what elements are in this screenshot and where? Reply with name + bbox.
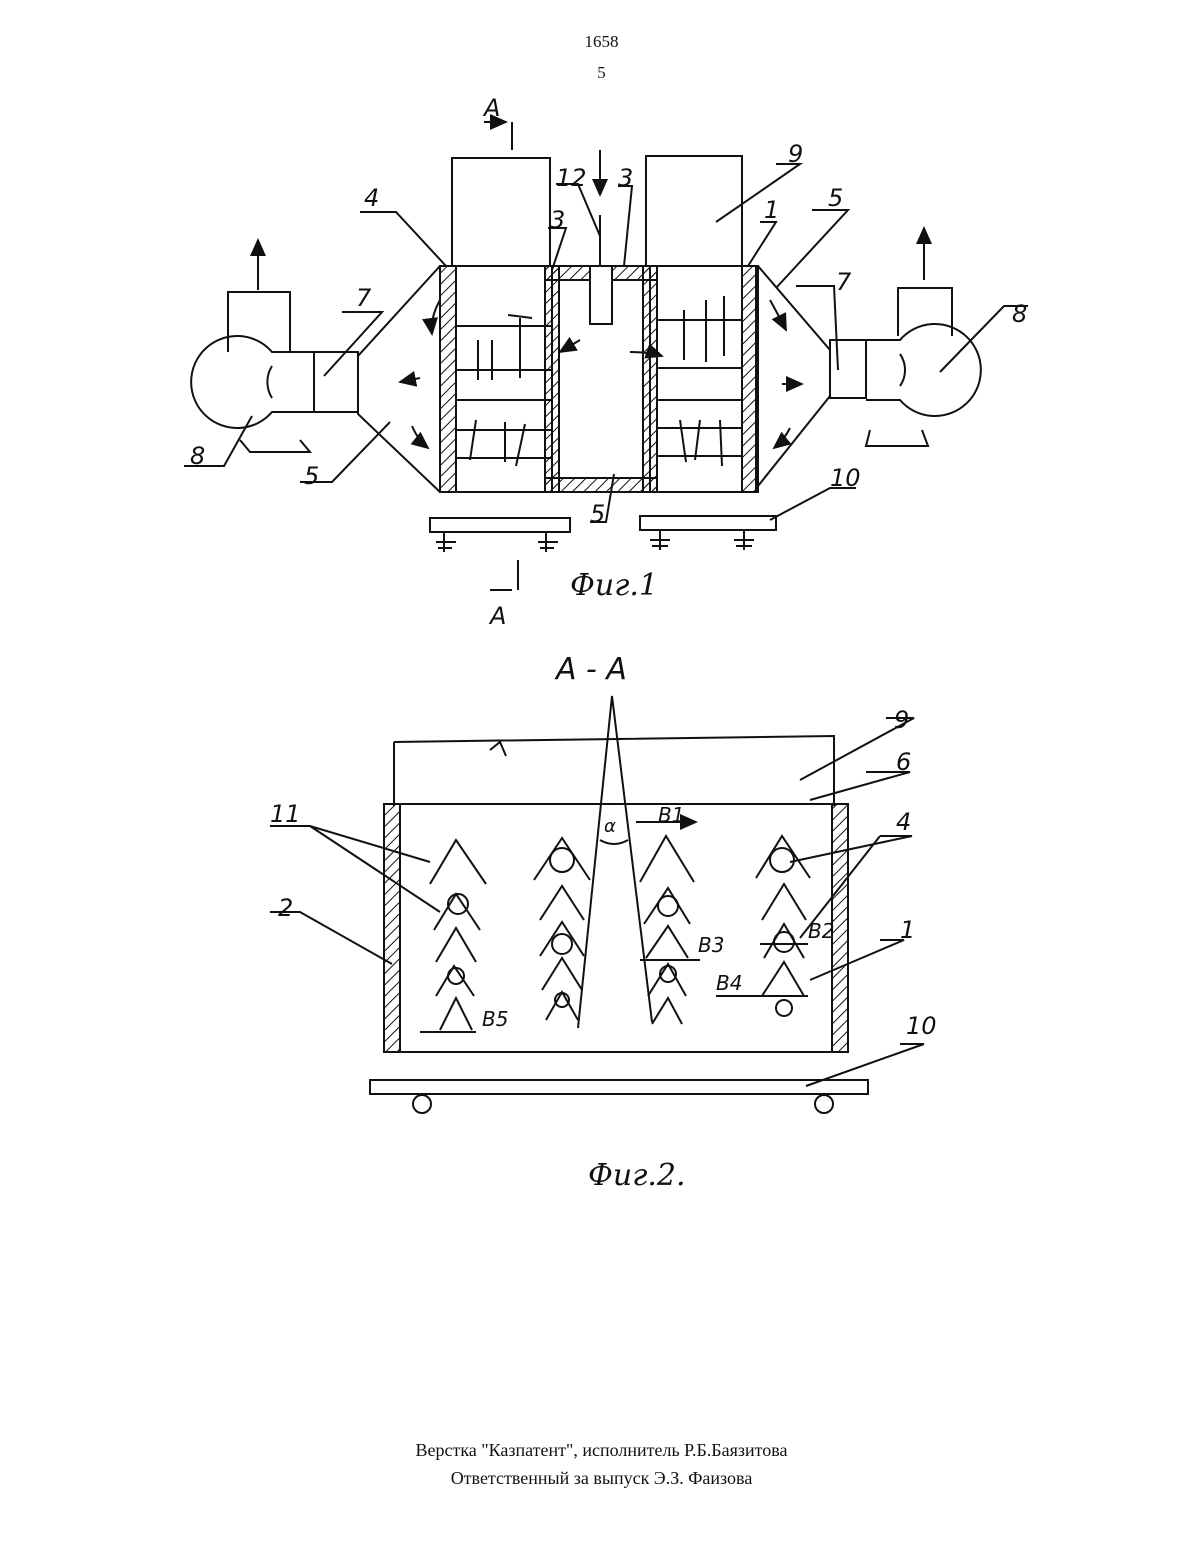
callout-5b: 5 <box>304 462 319 490</box>
callout-9: 9 <box>788 140 803 168</box>
footer-responsible: Ответственный за выпуск Э.З. Фаизова <box>0 1468 1203 1489</box>
fan-right <box>830 228 981 446</box>
baffle-column-4 <box>756 836 810 1016</box>
callout-5c: 5 <box>590 500 605 528</box>
baffle-column-3 <box>640 836 694 1024</box>
figure-1-callouts: 4 12 3 3 9 1 5 7 7 8 8 5 5 10 А А <box>190 94 1027 630</box>
dim-b2: В2 <box>808 919 834 943</box>
callout-3b: 3 <box>550 206 565 234</box>
cart-right <box>640 516 776 550</box>
callout-8b: 8 <box>1012 300 1027 328</box>
dim-alpha: α <box>604 816 616 837</box>
callout-8a: 8 <box>190 442 205 470</box>
callout-12: 12 <box>556 164 587 192</box>
dim-b1: В1 <box>658 803 684 827</box>
callout-4: 4 <box>364 184 379 212</box>
dim-b3: В3 <box>698 933 724 957</box>
callout-2: 2 <box>278 894 293 922</box>
dim-b4: В4 <box>716 971 742 995</box>
callout-10: 10 <box>830 464 861 492</box>
hopper-left <box>452 158 550 266</box>
callout-11: 11 <box>270 800 301 828</box>
figure-1-caption: Фиг.1 <box>570 568 658 603</box>
callout-1-f2: 1 <box>900 916 915 944</box>
right-chamber <box>650 266 758 492</box>
callout-6: 6 <box>896 748 911 776</box>
callout-10-f2: 10 <box>906 1012 937 1040</box>
diffuser-right <box>758 266 830 486</box>
section-mark-bottom: А <box>488 602 506 630</box>
cart-left <box>430 518 570 552</box>
callout-7a: 7 <box>356 284 372 312</box>
left-chamber <box>440 266 552 492</box>
callout-3a: 3 <box>618 164 633 192</box>
figure-1 <box>184 122 1028 590</box>
section-title: А - А <box>556 652 627 687</box>
center-chamber <box>545 150 657 492</box>
cart-section <box>370 1080 868 1094</box>
section-mark-top: А <box>482 94 500 122</box>
callout-7b: 7 <box>836 268 852 296</box>
dim-b5: В5 <box>482 1007 508 1031</box>
central-wedge <box>578 696 652 1028</box>
figure-2-caption: Фиг.2. <box>588 1158 686 1193</box>
hopper-right <box>646 156 742 266</box>
callout-1: 1 <box>764 196 779 224</box>
fan-left <box>191 240 358 452</box>
footer-layout-credit: Верстка "Казпатент", исполнитель Р.Б.Бая… <box>0 1440 1203 1461</box>
callout-9-f2: 9 <box>894 706 909 734</box>
callout-4-f2: 4 <box>896 808 911 836</box>
baffle-column-1 <box>430 840 486 1030</box>
callout-5a: 5 <box>828 184 843 212</box>
figure-2 <box>270 696 924 1113</box>
